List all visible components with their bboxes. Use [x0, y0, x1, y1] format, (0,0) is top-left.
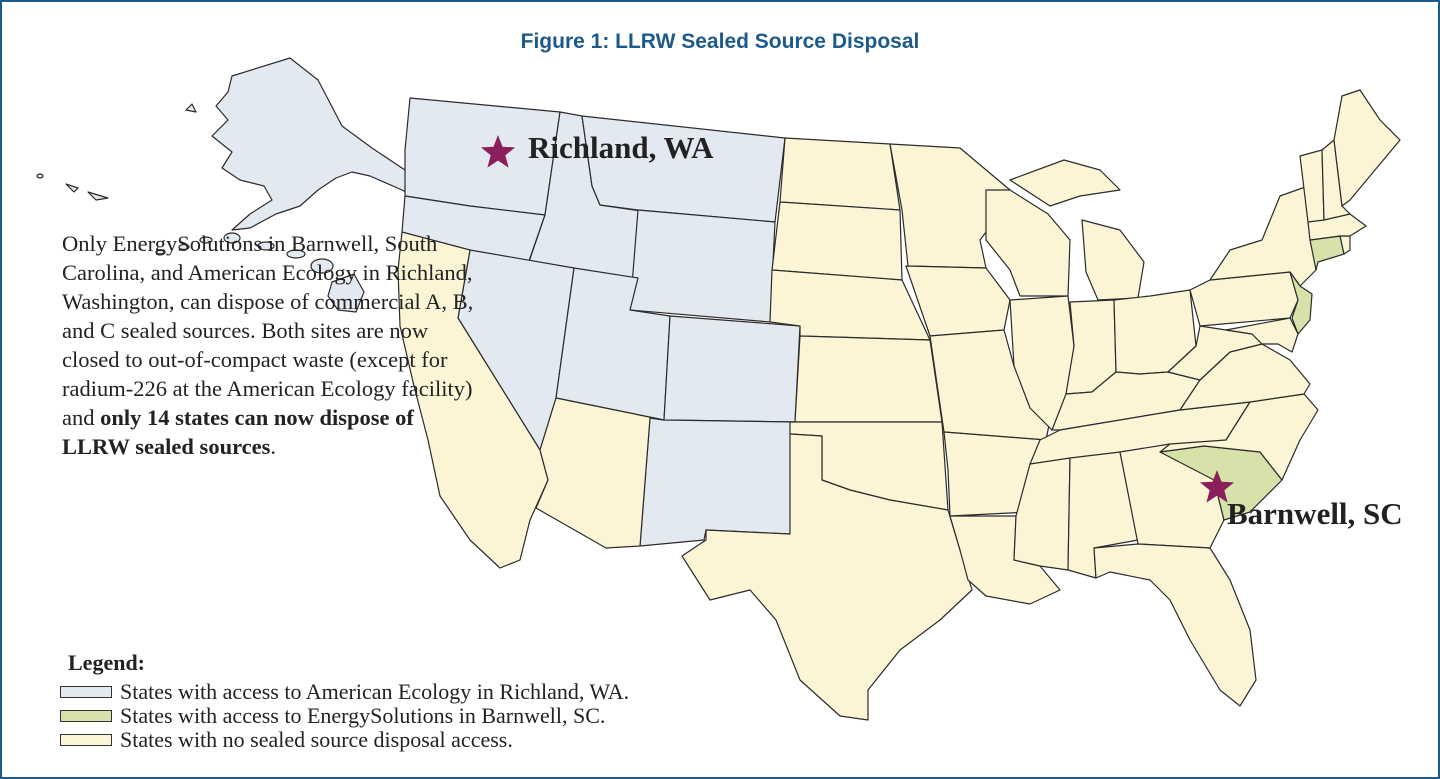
state-nd: [779, 137, 901, 211]
state-me: [1333, 89, 1401, 207]
state-nm: [639, 417, 796, 547]
description-emphasis: only 14 states can now dispose of LLRW s…: [62, 405, 414, 459]
state-wy: [629, 209, 776, 323]
aleutian-island: [199, 236, 213, 244]
description-part-1: Only EnergySolutions in Barnwell, South …: [62, 231, 474, 430]
alaska-islet: [185, 103, 197, 113]
state-hi-oahu: [257, 241, 275, 251]
legend-label-richland: States with access to American Ecology i…: [120, 679, 630, 704]
state-pa: [1189, 271, 1299, 327]
state-hi-kauai: [223, 232, 241, 244]
state-md-de: [1225, 317, 1299, 353]
state-ak: [211, 57, 433, 231]
aleutian-island: [155, 249, 165, 255]
legend-item-richland: States with access to American Ecology i…: [60, 679, 630, 704]
state-tx: [681, 433, 973, 721]
state-ca: [397, 231, 549, 569]
state-az: [535, 397, 665, 549]
richland-star-marker: [480, 135, 516, 168]
alaska-islet: [36, 173, 44, 179]
state-fl: [1093, 543, 1257, 707]
alaska-islet: [87, 191, 109, 201]
state-nj: [1289, 271, 1313, 335]
legend-label-barnwell: States with access to EnergySolutions in…: [120, 703, 606, 728]
barnwell-star-marker: [1199, 470, 1235, 503]
legend-label-none: States with no sealed source disposal ac…: [120, 727, 513, 752]
description-part-2: .: [270, 434, 277, 459]
legend-swatch-none: [60, 734, 112, 746]
state-ct: [1309, 235, 1345, 271]
figure-title: Figure 1: LLRW Sealed Source Disposal: [520, 30, 920, 53]
state-ia: [905, 265, 1011, 337]
legend-title: Legend:: [68, 650, 145, 675]
barnwell-label: Barnwell, SC: [1227, 496, 1403, 531]
state-hi-molokai: [286, 249, 306, 259]
legend-swatch-richland: [60, 686, 112, 698]
state-hi-maui: [310, 258, 334, 274]
legend-item-none: States with no sealed source disposal ac…: [60, 727, 513, 752]
state-ny: [1209, 185, 1319, 287]
legend-item-barnwell: States with access to EnergySolutions in…: [60, 703, 606, 728]
description-text: Only EnergySolutions in Barnwell, South …: [62, 229, 482, 461]
state-mn: [889, 143, 1011, 269]
alaska-islet: [65, 183, 79, 193]
state-wi: [985, 189, 1071, 297]
legend-swatch-barnwell: [60, 710, 112, 722]
state-mi-up: [1009, 159, 1121, 207]
state-mi: [1081, 219, 1145, 301]
state-ar: [943, 431, 1047, 517]
state-ks: [794, 335, 943, 423]
state-hi-big-island: [327, 273, 365, 313]
state-sd: [771, 201, 903, 281]
aleutian-island: [178, 243, 190, 251]
state-co: [663, 315, 801, 423]
richland-label: Richland, WA: [528, 130, 714, 165]
state-nh: [1321, 139, 1351, 221]
